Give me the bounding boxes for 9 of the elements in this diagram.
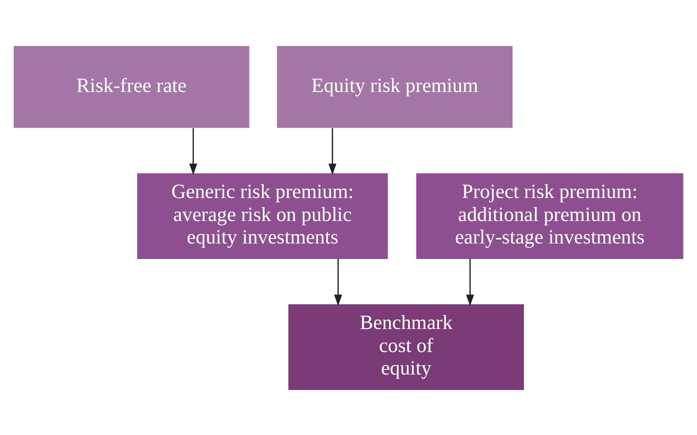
node-box: Equity risk premium: [277, 46, 513, 128]
node-box: Generic risk premium: average risk on public equity investments: [137, 172, 388, 258]
arrow: [189, 128, 198, 174]
arrow: [466, 258, 474, 306]
node-box: Project risk premium: additional premium on early-stage investments: [416, 172, 684, 258]
node-box: Risk-free rate: [14, 46, 250, 128]
arrow: [328, 128, 336, 174]
node-box: Benchmark cost of equity: [288, 304, 524, 390]
arrow: [334, 258, 342, 306]
